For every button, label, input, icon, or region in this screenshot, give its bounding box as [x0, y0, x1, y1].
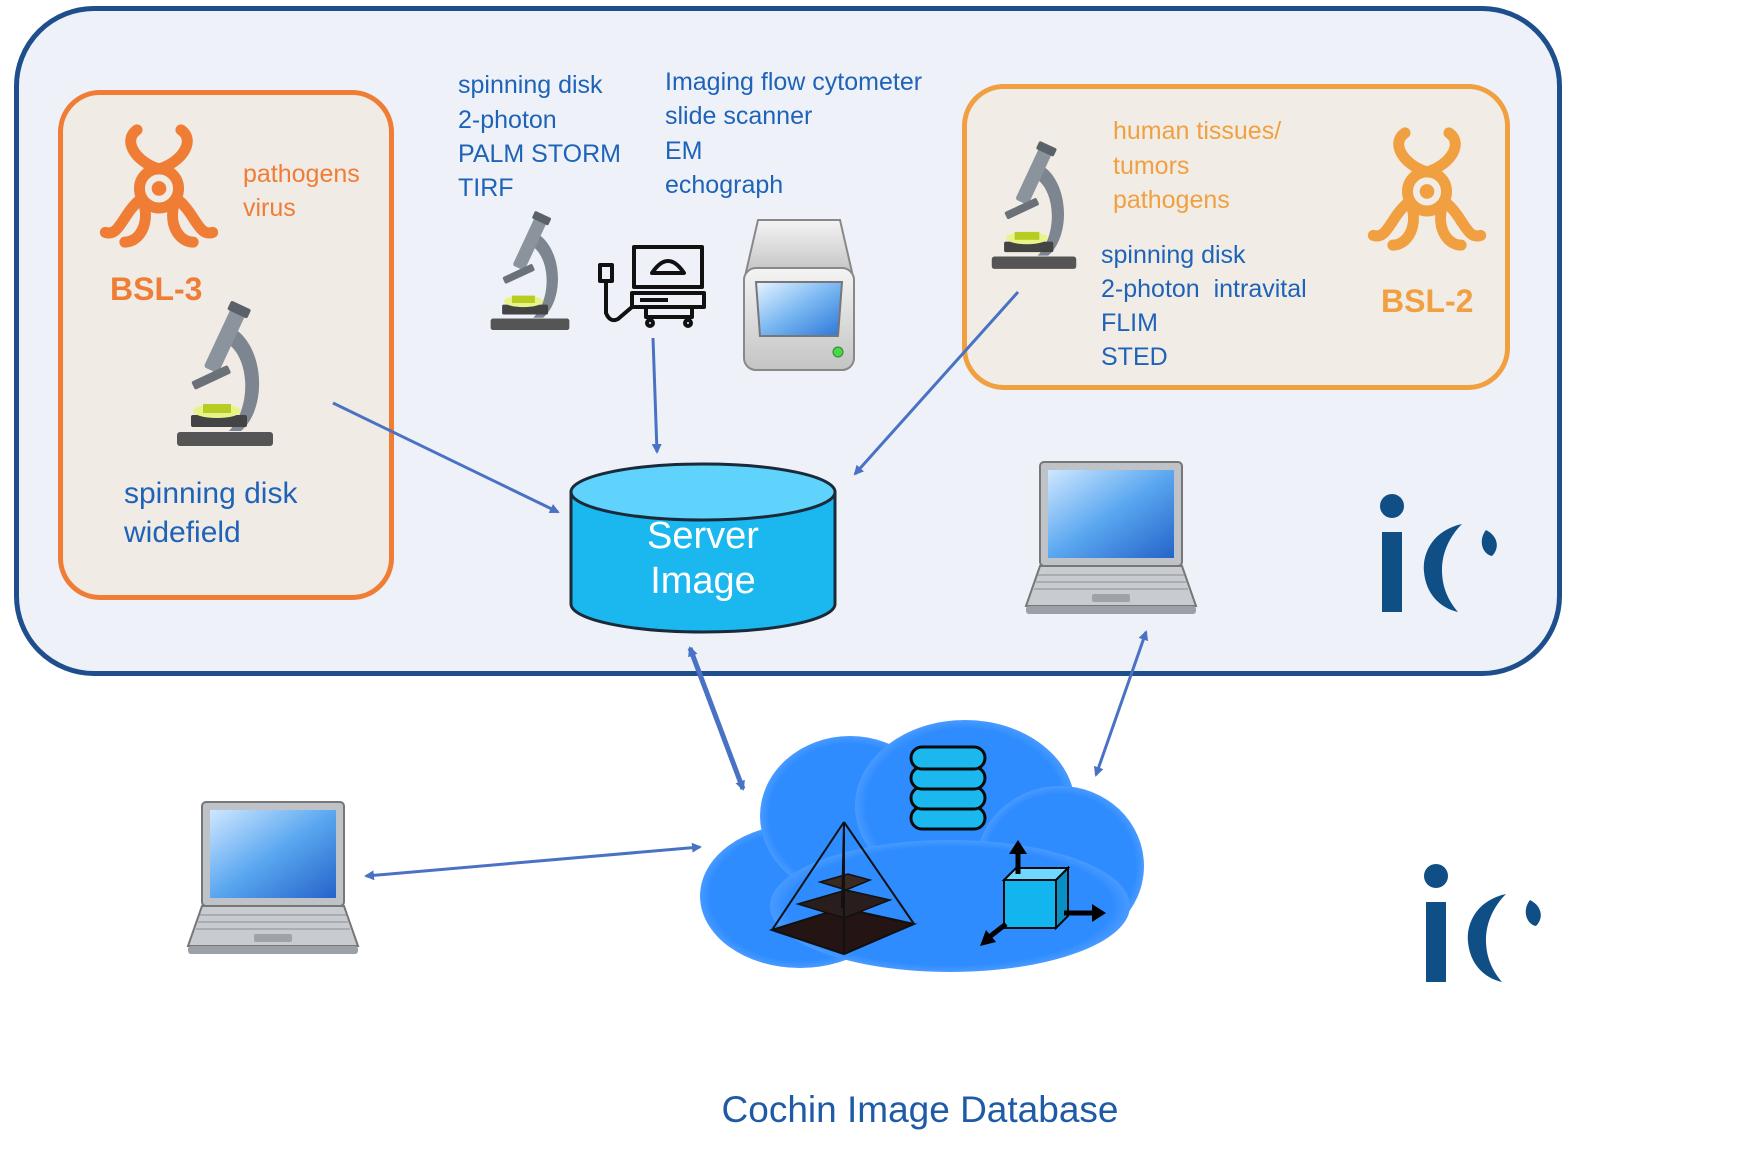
arrow-bsl2-to-server — [853, 290, 1020, 476]
database-icon — [909, 745, 987, 831]
center-microscope-line-1: spinning disk — [458, 71, 603, 99]
microscope-icon — [177, 301, 273, 446]
logo-icon — [1424, 864, 1541, 982]
bsl2-equipment-line-4: STED — [1101, 343, 1168, 371]
bsl3-equipment-line-1: spinning disk — [124, 477, 298, 510]
center-other-line-1: Imaging flow cytometer — [665, 68, 923, 96]
laptop-icon — [186, 801, 360, 954]
center-microscope-line-3: PALM STORM — [458, 140, 621, 168]
center-microscope-line-4: TIRF — [458, 174, 514, 202]
bsl2-sample-line-3: pathogens — [1113, 186, 1230, 214]
center-other-line-4: echograph — [665, 171, 784, 199]
bsl2-equipment-line-3: FLIM — [1101, 309, 1158, 337]
logo-icon — [1380, 494, 1497, 612]
bsl2-sample-line-1: human tissues/ — [1113, 117, 1282, 145]
pyramid-icon — [768, 821, 918, 956]
biohazard-icon — [99, 124, 219, 248]
arrow-laptop-cloud — [1093, 630, 1149, 777]
bsl3-label: BSL-3 — [110, 271, 203, 307]
bsl2-equipment-line-2: 2-photon intravital — [1101, 275, 1307, 303]
scanner-icon — [743, 219, 855, 371]
bsl2-equipment-line-1: spinning disk — [1101, 241, 1246, 269]
bsl3-equipment-line-2: widefield — [124, 516, 241, 549]
center-other-line-3: EM — [665, 137, 703, 165]
arrow-bsl3-to-server — [332, 401, 560, 514]
bsl2-label: BSL-2 — [1381, 283, 1474, 319]
microscope-icon — [991, 141, 1077, 269]
biohazard-icon — [1367, 127, 1487, 251]
laptop-icon — [1024, 461, 1198, 614]
server-label-line-1: Server — [647, 515, 759, 557]
arrow-external-laptop-cloud — [364, 842, 702, 881]
server-image-icon — [569, 462, 837, 634]
center-other-line-2: slide scanner — [665, 102, 813, 130]
bsl3-pathogen-line-2: virus — [243, 194, 296, 222]
cloud-label: Cochin Image Database — [721, 1089, 1119, 1130]
arrow-server-cloud — [687, 646, 746, 791]
server-label-line-2: Image — [650, 560, 756, 602]
center-microscope-line-2: 2-photon — [458, 106, 557, 134]
echograph-icon — [598, 245, 706, 328]
bsl3-pathogen-line-1: pathogens — [243, 160, 360, 188]
arrow-echograph-to-server — [651, 337, 662, 454]
cube-axes-icon — [980, 840, 1106, 946]
microscope-icon — [490, 211, 570, 331]
bsl2-sample-line-2: tumors — [1113, 152, 1190, 180]
